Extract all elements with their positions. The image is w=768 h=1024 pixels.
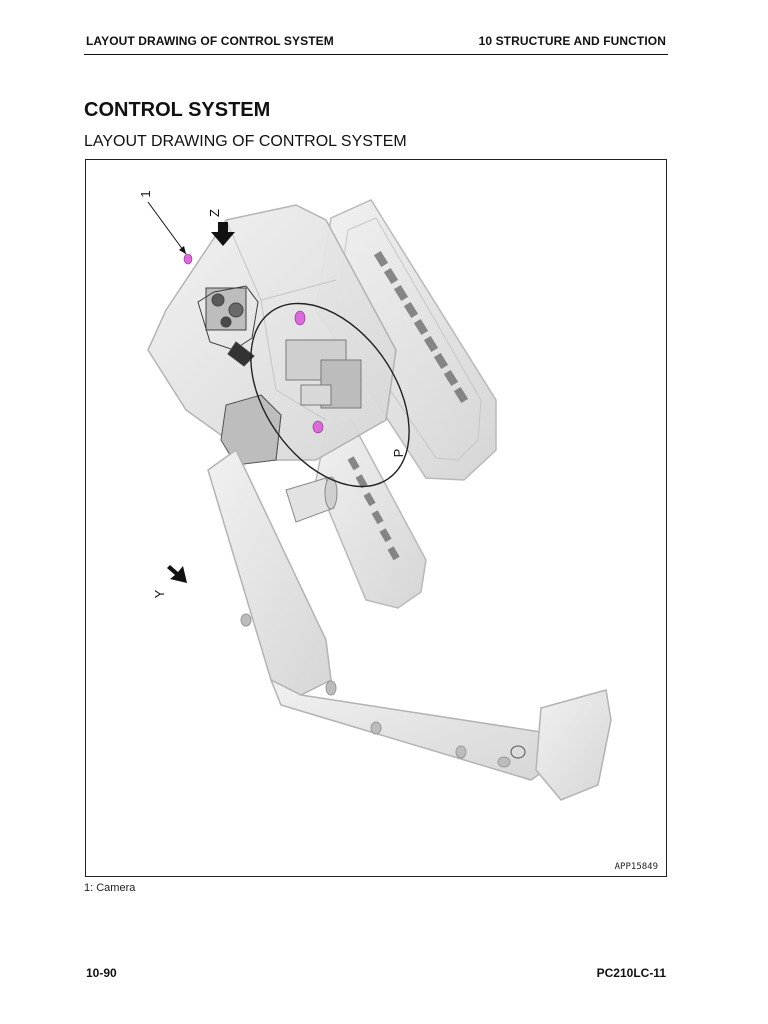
detail-p-ellipse: [250, 302, 410, 488]
right-track: [315, 199, 497, 481]
model-number: PC210LC-11: [596, 966, 666, 980]
header-section-title: LAYOUT DRAWING OF CONTROL SYSTEM: [86, 34, 334, 48]
figure-frame: 1 Z Y P APP15849: [85, 159, 667, 877]
figure-code: APP15849: [614, 862, 658, 872]
detail-p-label: P: [391, 449, 406, 458]
upper-structure: [147, 204, 397, 523]
view-y-label: Y: [152, 589, 167, 598]
header-divider: [84, 54, 668, 55]
page-title: CONTROL SYSTEM: [84, 99, 271, 121]
callout-1-leader: [147, 201, 187, 255]
page-subtitle: LAYOUT DRAWING OF CONTROL SYSTEM: [84, 133, 407, 150]
view-z-label: Z: [207, 209, 222, 217]
camera-highlights: [183, 253, 324, 434]
callout-1-label: 1: [138, 190, 153, 197]
page-number: 10-90: [86, 966, 117, 980]
header-chapter-title: 10 STRUCTURE AND FUNCTION: [478, 34, 666, 48]
work-equipment: [207, 448, 612, 801]
view-z-arrow: Z: [207, 209, 235, 246]
figure-legend: 1: Camera: [84, 882, 136, 894]
excavator-layout-drawing: 1 Z Y P: [138, 190, 612, 801]
view-y-arrow: Y: [152, 565, 187, 598]
